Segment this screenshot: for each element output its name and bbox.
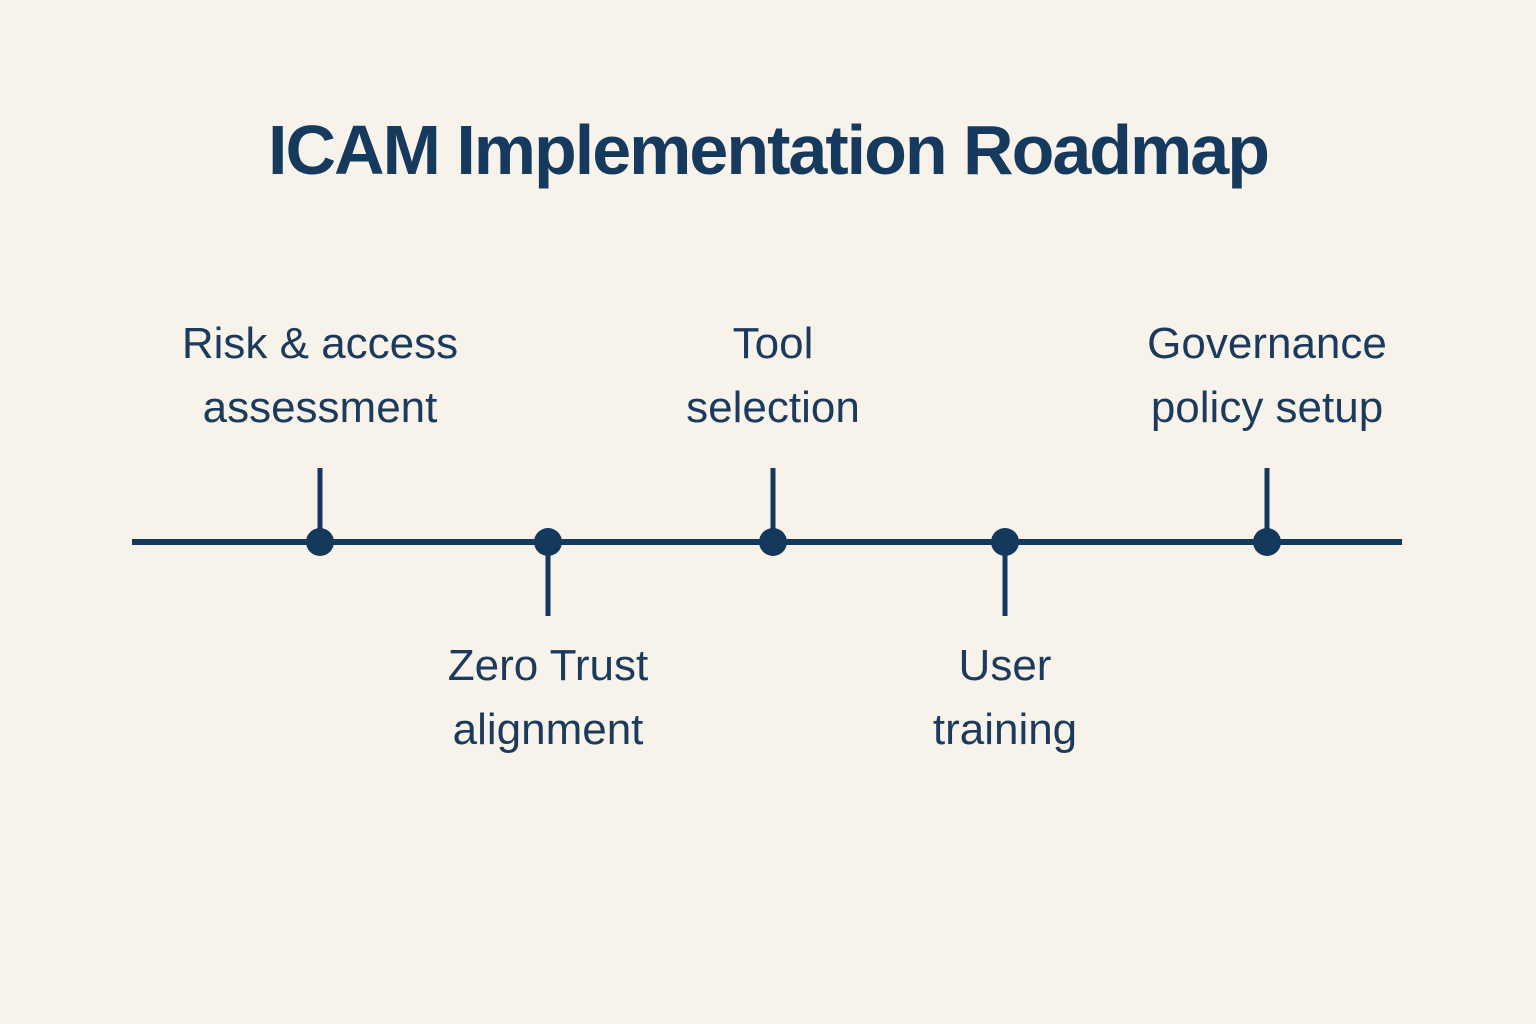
milestone-dot	[759, 528, 787, 556]
milestone-tick	[545, 542, 551, 616]
milestone-dot	[1253, 528, 1281, 556]
milestone-label: Tool selection	[686, 319, 860, 432]
milestone-dot	[534, 528, 562, 556]
milestone-dot	[306, 528, 334, 556]
milestone-tick	[770, 468, 776, 542]
milestone-label: Governance policy setup	[1147, 319, 1387, 432]
milestone-label: User training	[932, 641, 1078, 754]
page-title: ICAM Implementation Roadmap	[268, 111, 1270, 189]
milestone-tick	[1002, 542, 1008, 616]
milestone-label: Zero Trust alignment	[447, 641, 649, 754]
milestone-tick	[1264, 468, 1270, 542]
milestone-tick	[317, 468, 323, 542]
milestone-dot	[991, 528, 1019, 556]
milestone-label: Risk & access assessment	[181, 319, 459, 432]
